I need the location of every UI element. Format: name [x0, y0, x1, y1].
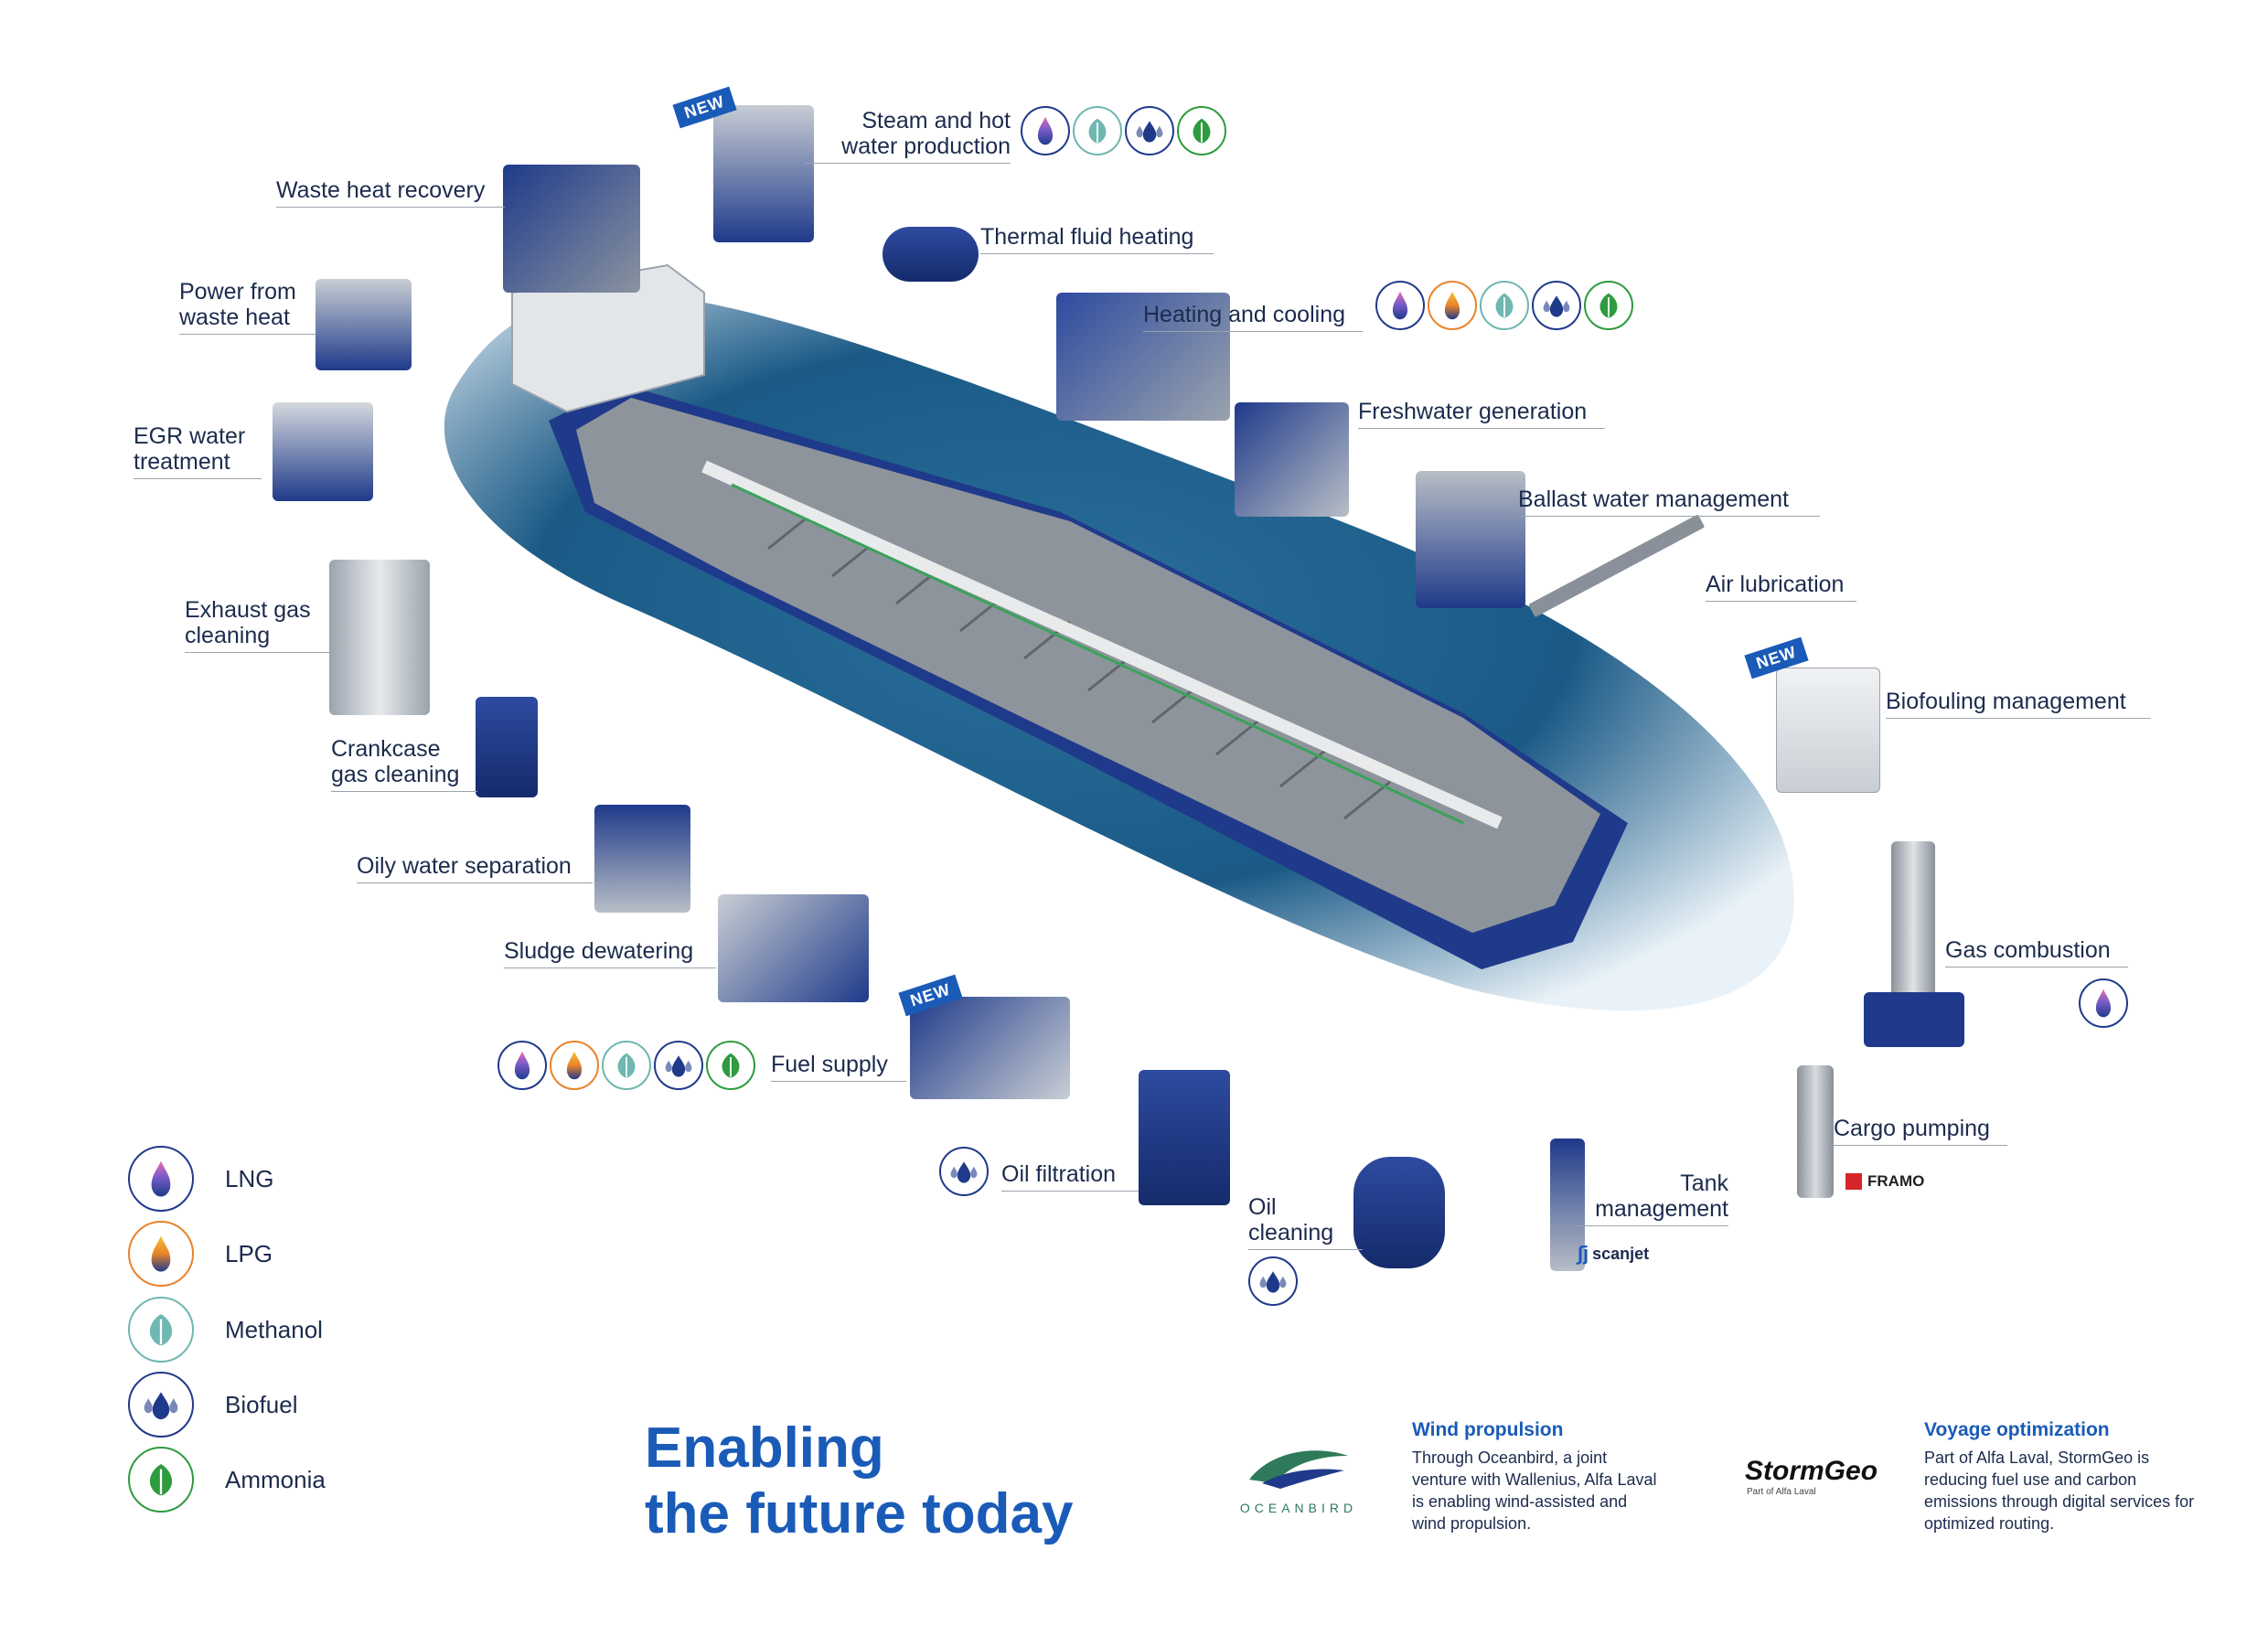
label-waste-heat-recovery: Waste heat recovery	[276, 177, 505, 208]
ballast-image	[1416, 471, 1525, 608]
lng-icon	[2079, 978, 2128, 1028]
legend-label: LNG	[225, 1164, 274, 1192]
label-thermal-fluid: Thermal fluid heating	[980, 224, 1214, 254]
thermal-fluid-heater-image	[883, 227, 979, 282]
lng-icon	[1375, 281, 1425, 330]
egr-image	[273, 402, 373, 501]
label-tank-management: Tank management	[1578, 1171, 1728, 1226]
methanol-icon	[602, 1041, 651, 1090]
biofouling-image	[1776, 668, 1880, 793]
cargo-pump-image	[1797, 1065, 1834, 1198]
methanol-icon	[1073, 106, 1122, 155]
oily-water-image	[594, 805, 690, 913]
ammonia-icon	[706, 1041, 755, 1090]
legend-ammonia: Ammonia	[128, 1447, 326, 1513]
gas-combustion-image	[1891, 841, 1935, 1006]
label-power-waste-heat: Power from waste heat	[179, 279, 316, 335]
label-sludge: Sludge dewatering	[504, 938, 716, 968]
legend-label: Methanol	[225, 1315, 323, 1343]
label-crankcase: Crankcase gas cleaning	[331, 736, 477, 792]
legend-label: Ammonia	[225, 1465, 326, 1493]
sludge-image	[718, 894, 869, 1002]
lpg-icon	[128, 1221, 194, 1287]
lpg-icon	[550, 1041, 599, 1090]
lng-icon	[1021, 106, 1070, 155]
lpg-icon	[1428, 281, 1477, 330]
freshwater-image	[1235, 402, 1349, 517]
legend-lng: LNG	[128, 1146, 273, 1212]
label-freshwater: Freshwater generation	[1358, 399, 1605, 429]
stormgeo-logo: StormGeo Part of Alfa Laval	[1745, 1456, 1878, 1497]
oil-cleaning-image	[1353, 1157, 1445, 1268]
fuel-supply-image	[910, 997, 1070, 1099]
biofuel-icon	[1248, 1256, 1298, 1306]
oceanbird-logo: OCEANBIRD	[1235, 1443, 1363, 1515]
label-egr: EGR water treatment	[134, 423, 262, 479]
label-steam: Steam and hot water production	[805, 108, 1011, 164]
ammonia-icon	[1177, 106, 1226, 155]
label-air-lubrication: Air lubrication	[1706, 572, 1856, 602]
steam-boiler-image	[713, 105, 814, 242]
label-fuel-supply: Fuel supply	[771, 1052, 906, 1082]
voyage-body: Part of Alfa Laval, StormGeo is reducing…	[1924, 1449, 2195, 1533]
methanol-icon	[128, 1297, 194, 1363]
legend-label: LPG	[225, 1239, 273, 1267]
label-ballast: Ballast water management	[1518, 486, 1820, 517]
power-waste-heat-image	[316, 279, 412, 370]
biofuel-icon	[128, 1372, 194, 1438]
crankcase-image	[476, 697, 538, 797]
ship-scene	[444, 238, 1794, 1011]
label-oil-filtration: Oil filtration	[1001, 1161, 1139, 1192]
oceanbird-bird-icon	[1249, 1450, 1348, 1489]
label-gas-combustion: Gas combustion	[1945, 937, 2128, 968]
label-cargo-pumping: Cargo pumping	[1834, 1116, 2007, 1146]
wind-heading: Wind propulsion	[1412, 1419, 1564, 1440]
page-title: Enabling the future today	[645, 1417, 1074, 1545]
deck-pipe-walkway	[701, 460, 1503, 829]
lng-icon	[497, 1041, 547, 1090]
legend-lpg: LPG	[128, 1221, 273, 1287]
voyage-optimization-block: Voyage optimization Part of Alfa Laval, …	[1924, 1419, 2198, 1534]
legend-methanol: Methanol	[128, 1297, 323, 1363]
voyage-heading: Voyage optimization	[1924, 1419, 2110, 1440]
methanol-icon	[1480, 281, 1529, 330]
label-biofouling: Biofouling management	[1886, 689, 2151, 719]
scanjet-logo: ∫j scanjet	[1578, 1242, 1650, 1265]
lng-icon	[128, 1146, 194, 1212]
waste-heat-recovery-image	[503, 165, 640, 293]
biofuel-icon	[1125, 106, 1174, 155]
gas-combustion-base-image	[1864, 992, 1964, 1047]
legend-biofuel: Biofuel	[128, 1372, 298, 1438]
label-heating-cooling: Heating and cooling	[1143, 302, 1363, 332]
heating-cooling-image	[1056, 293, 1230, 421]
label-oily-water: Oily water separation	[357, 853, 593, 883]
biofuel-icon	[654, 1041, 703, 1090]
label-oil-cleaning: Oil cleaning	[1248, 1194, 1363, 1250]
tank-management-image	[1550, 1139, 1585, 1271]
oil-filtration-image	[1139, 1070, 1230, 1205]
biofuel-icon	[1532, 281, 1581, 330]
label-exhaust: Exhaust gas cleaning	[185, 597, 331, 653]
wind-body: Through Oceanbird, a joint venture with …	[1412, 1449, 1657, 1533]
ammonia-icon	[1584, 281, 1633, 330]
biofuel-icon	[939, 1147, 989, 1196]
exhaust-scrubber-image	[329, 560, 430, 715]
legend-label: Biofuel	[225, 1390, 298, 1418]
ammonia-icon	[128, 1447, 194, 1513]
wind-propulsion-block: Wind propulsion Through Oceanbird, a joi…	[1412, 1419, 1659, 1534]
framo-logo: FRAMO	[1845, 1172, 1924, 1191]
